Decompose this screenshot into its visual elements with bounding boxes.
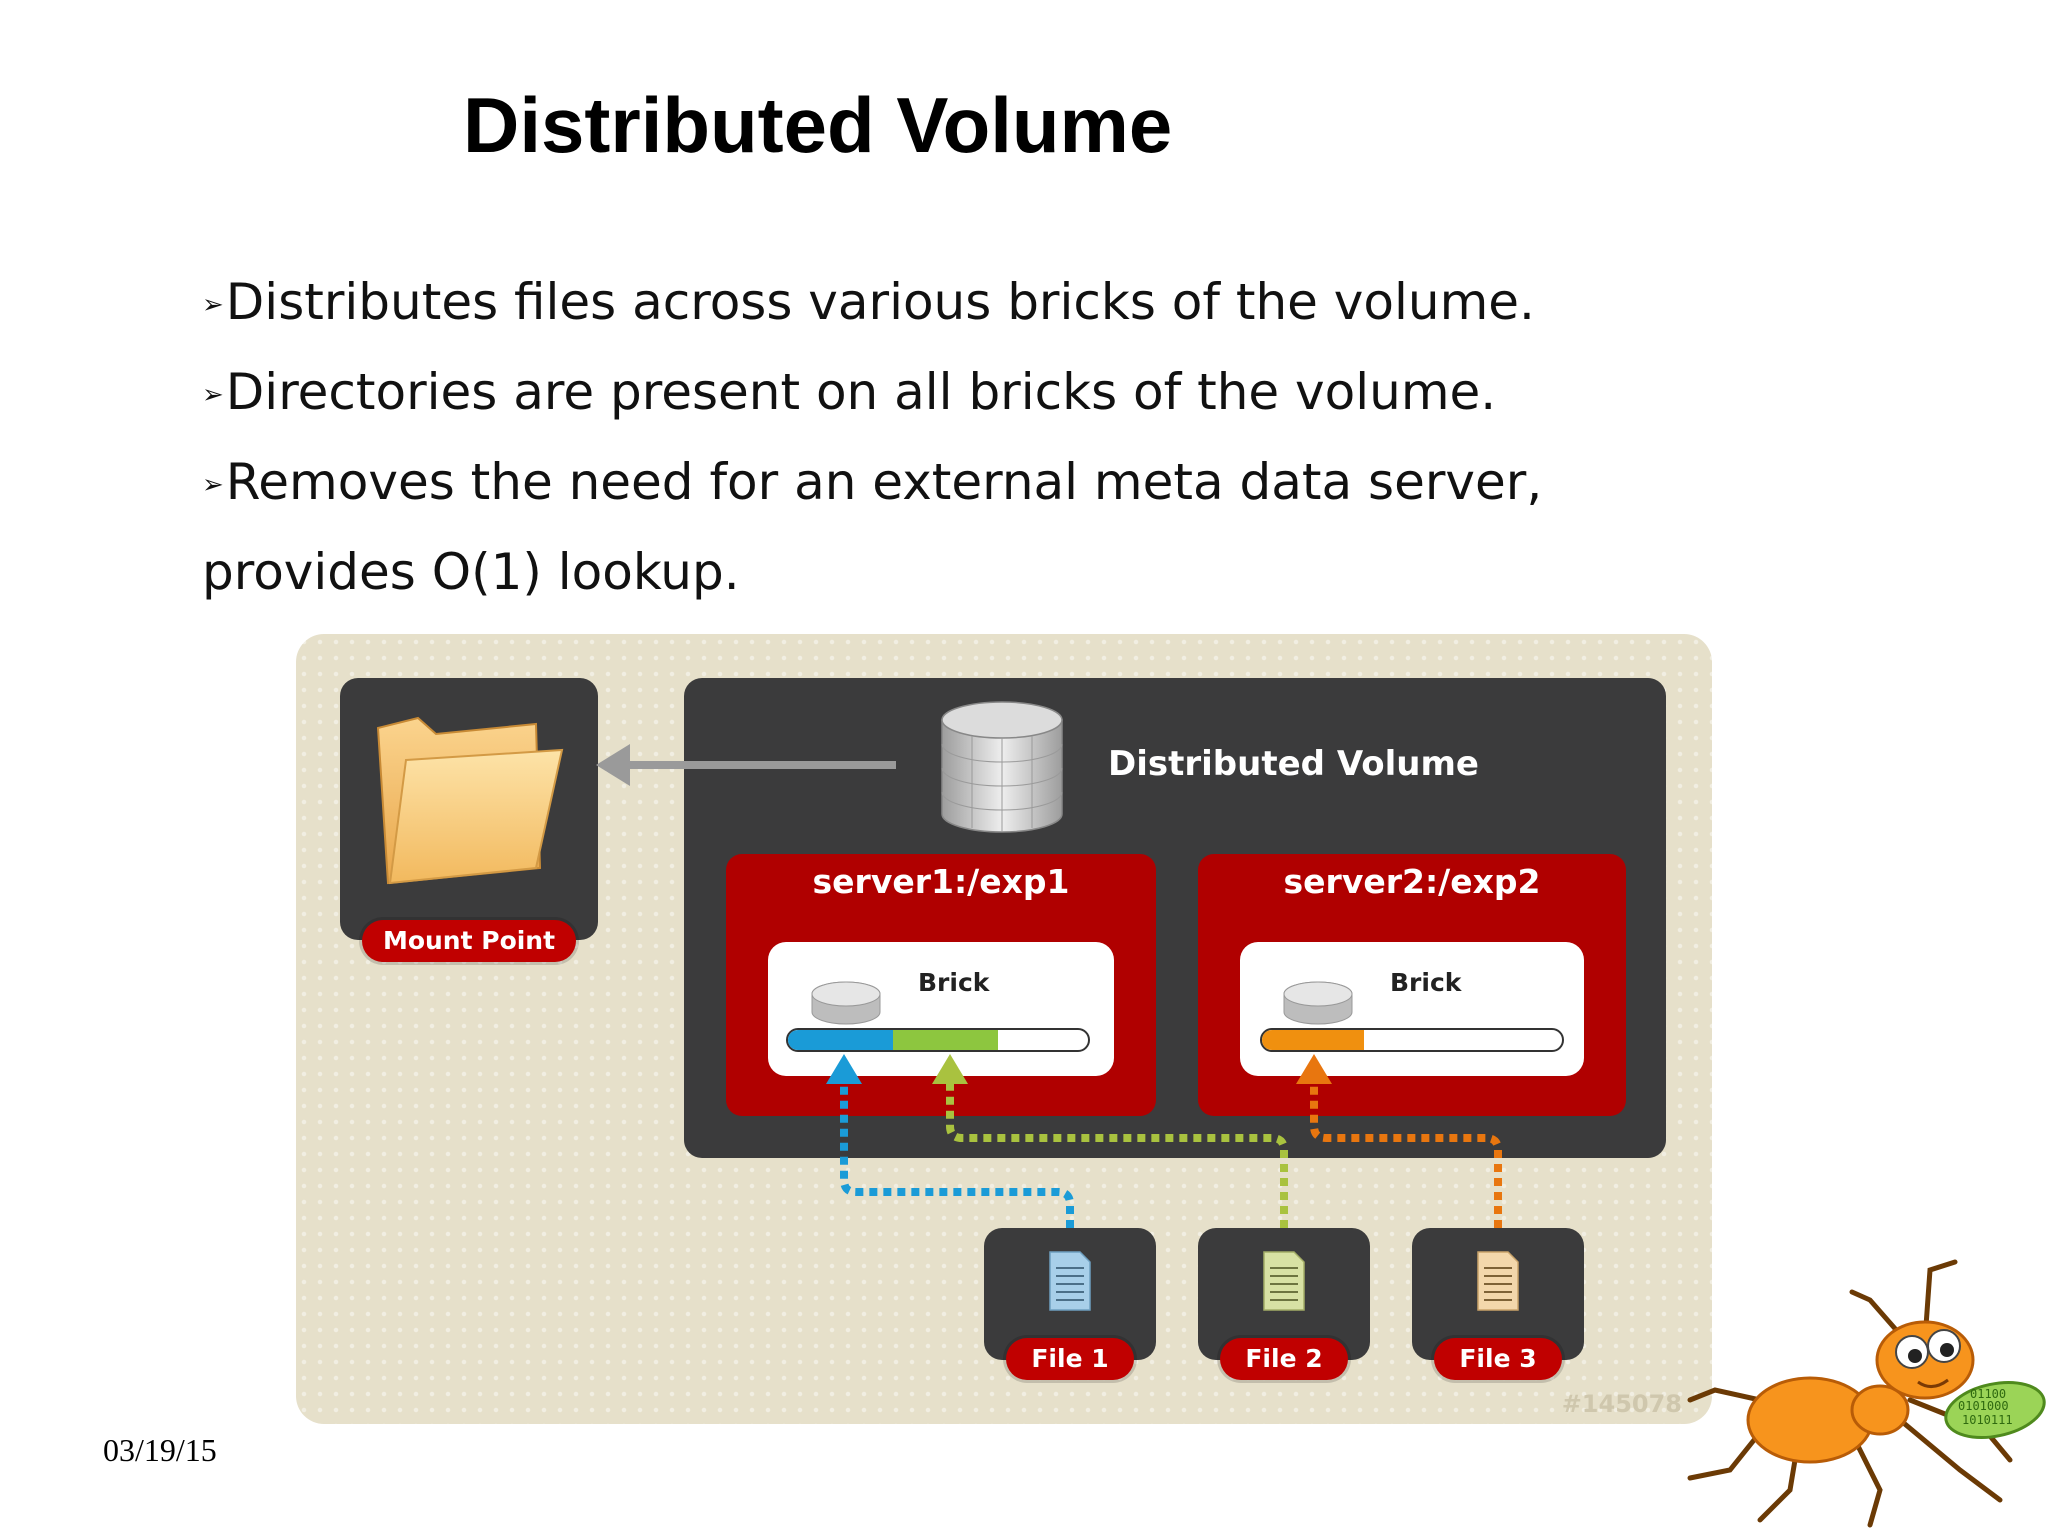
database-icon xyxy=(941,701,1063,833)
folder-icon xyxy=(376,716,564,885)
server-label: server1:/exp1 xyxy=(812,862,1070,901)
brick-label: Brick xyxy=(1390,968,1462,997)
usage-segment-file-3 xyxy=(1262,1030,1364,1050)
bullet-arrow-icon: ➢ xyxy=(202,380,224,410)
svg-text:01100: 01100 xyxy=(1970,1387,2006,1401)
document-icon xyxy=(1049,1251,1091,1311)
file-icons xyxy=(1049,1251,1519,1311)
file-connectors xyxy=(826,1054,1502,1228)
file-2-label: File 2 xyxy=(1220,1338,1348,1380)
mount-point-label: Mount Point xyxy=(362,920,576,962)
server-2-box: server2:/exp2 Brick xyxy=(1198,854,1626,1116)
bullet-arrow-icon: ➢ xyxy=(202,470,224,500)
file-3-label: File 3 xyxy=(1434,1338,1562,1380)
volume-title: Distributed Volume xyxy=(1108,744,1479,784)
document-icon xyxy=(1477,1251,1519,1311)
bullet-arrow-icon: ➢ xyxy=(202,290,224,320)
disk-icon xyxy=(811,981,881,1025)
document-icon xyxy=(1263,1251,1305,1311)
brick-label: Brick xyxy=(918,968,990,997)
disk-icon xyxy=(1283,981,1353,1025)
slide-date: 03/19/15 xyxy=(103,1432,217,1468)
brick-usage-bar xyxy=(786,1028,1090,1052)
usage-segment-file-2 xyxy=(893,1030,998,1050)
bullet-item: ➢Removes the need for an external meta d… xyxy=(202,453,1543,511)
usage-segment-file-1 xyxy=(788,1030,893,1050)
slide-title: Distributed Volume xyxy=(463,81,1173,169)
arrow-left-icon xyxy=(596,744,896,786)
server-label: server2:/exp2 xyxy=(1283,862,1541,901)
distributed-volume-diagram: Mount Point Distributed Volume server1:/… xyxy=(296,634,1712,1424)
image-watermark: #145078 xyxy=(1561,1390,1682,1418)
bullet-continuation: provides O(1) lookup. xyxy=(202,543,740,601)
brick-card: Brick xyxy=(768,942,1114,1076)
mount-point-panel xyxy=(340,678,598,940)
svg-text:0101000: 0101000 xyxy=(1958,1399,2009,1413)
bullet-item: ➢Directories are present on all bricks o… xyxy=(202,363,1497,421)
brick-usage-bar xyxy=(1260,1028,1564,1052)
bullet-item: ➢Distributes files across various bricks… xyxy=(202,273,1535,331)
file-1-label: File 1 xyxy=(1006,1338,1134,1380)
brick-card: Brick xyxy=(1240,942,1584,1076)
bullet-list: ➢Distributes files across various bricks… xyxy=(202,265,1702,625)
svg-text:1010111: 1010111 xyxy=(1962,1413,2013,1427)
